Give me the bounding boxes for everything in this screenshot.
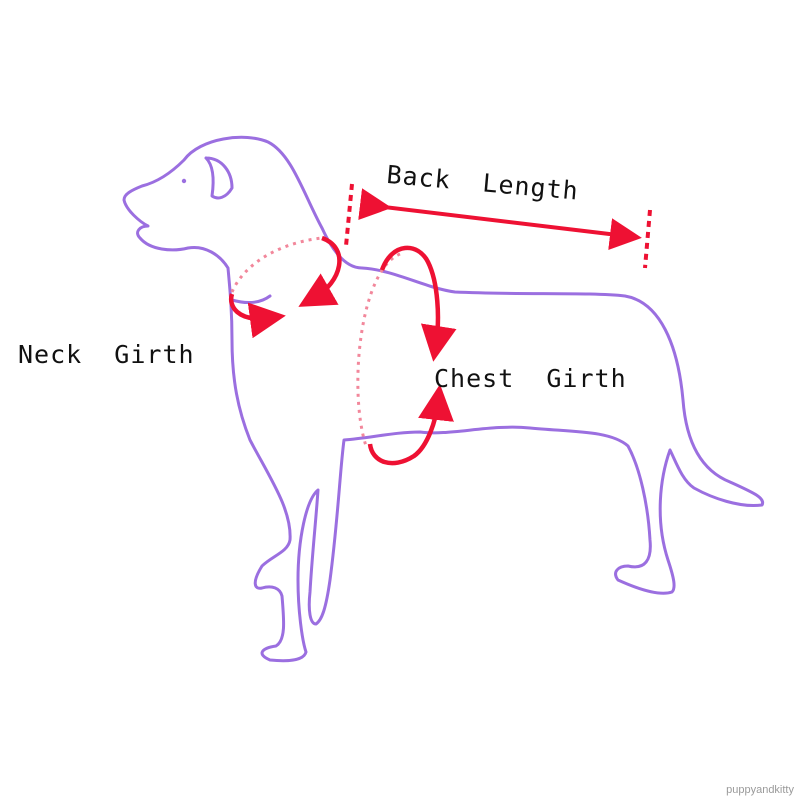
neck-girth-label: Neck Girth [18,340,195,369]
dog-eye [181,178,187,184]
dog-neck-line [230,294,272,305]
back-length-arrow [358,188,642,250]
chest-girth-label: Chest Girth [434,364,627,393]
neck-girth-dotted-back [230,236,323,293]
back-length-tick-left [344,183,354,247]
chest-girth-arrow-bottom [367,384,454,466]
chest-girth-arrow-top [379,245,457,362]
chest-girth-dotted-back [356,252,401,447]
dog-outline [122,135,765,663]
back-length-measure [344,183,652,269]
dog-body-outline [122,135,765,663]
neck-girth-arrow-back [298,235,342,307]
watermark: puppyandkitty [726,784,794,796]
dog-ear [204,156,234,200]
neck-girth-measure [228,235,342,339]
back-length-tick-right [643,209,652,269]
neck-girth-arrow-front [228,293,286,339]
chest-girth-measure [356,245,457,466]
